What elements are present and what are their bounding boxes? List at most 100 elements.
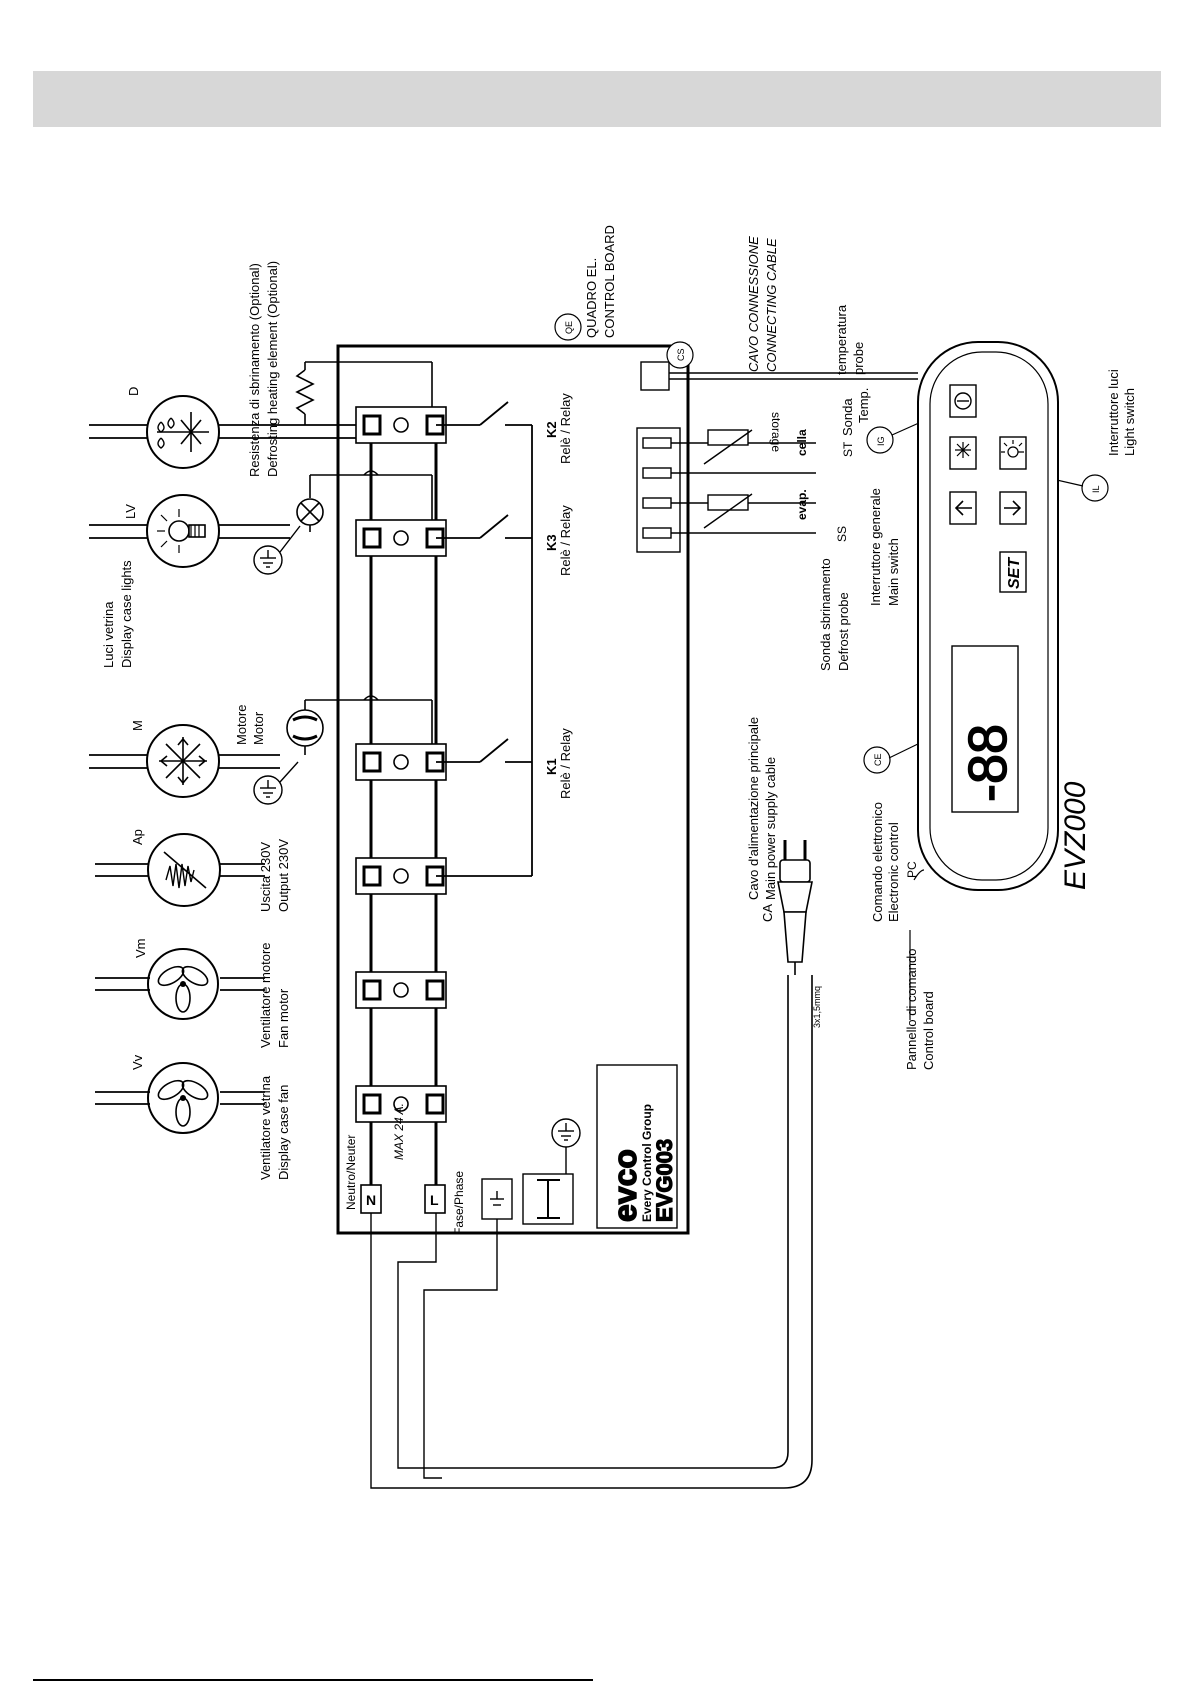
load-lv-line1: Luci vetrina bbox=[101, 601, 116, 668]
load-ap-line2: Output 230V bbox=[276, 839, 291, 912]
terminal-block-k2 bbox=[355, 406, 447, 444]
probe-st-line1: Sonda bbox=[840, 398, 855, 436]
probe-ss-line2: Defrost probe bbox=[836, 592, 851, 671]
board-ground-block bbox=[481, 1173, 574, 1225]
load-vv-line2: Display case fan bbox=[276, 1085, 291, 1180]
load-code-ap: Ap bbox=[130, 829, 145, 845]
load-vm-line1: Ventilatore motore bbox=[258, 942, 273, 1048]
load-vv-line1: Ventilatore vetrina bbox=[258, 1075, 273, 1180]
brand-logo-text: evco bbox=[607, 1149, 643, 1222]
probe-st-line2: Temp. bbox=[856, 388, 871, 423]
load-code-lv: LV bbox=[123, 504, 138, 519]
probe-st-line3: temperatura bbox=[834, 304, 849, 375]
load-code-vv: Vv bbox=[130, 1054, 145, 1070]
main-switch-line1: Interruttore generale bbox=[868, 488, 883, 606]
probe-ss-line1: Sonda sbrinamento bbox=[818, 558, 833, 671]
panel-model-text: EVZ000 bbox=[1059, 781, 1092, 890]
defrost-load-symbol bbox=[146, 395, 220, 469]
brand-sub-text: Every Control Group bbox=[640, 1104, 654, 1222]
panel-display-value: -88 bbox=[958, 724, 1018, 802]
load-m-line2: Motor bbox=[251, 711, 266, 745]
callout-ig: IG bbox=[866, 426, 894, 454]
svg-text:CS: CS bbox=[676, 348, 686, 361]
terminal-block-ap bbox=[355, 857, 447, 895]
callout-qe: QE bbox=[554, 313, 582, 341]
relay-k1-id: K1 bbox=[544, 758, 559, 775]
light-switch-line2: Light switch bbox=[1122, 388, 1137, 456]
relay-k2-id: K2 bbox=[544, 421, 559, 438]
light-button[interactable] bbox=[999, 436, 1027, 470]
output-load-symbol bbox=[147, 833, 221, 907]
load-vm-line2: Fan motor bbox=[276, 988, 291, 1048]
set-button[interactable]: SET bbox=[999, 551, 1027, 593]
relay-k3-id: K3 bbox=[544, 534, 559, 551]
light-switch-line1: Interruttore luci bbox=[1106, 369, 1121, 456]
supply-wires bbox=[370, 1213, 498, 1489]
lamp-symbol bbox=[296, 474, 433, 532]
power-line1: Cavo d'alimentazione principale bbox=[746, 717, 761, 900]
evco-logo-block: evco Every Control Group EVG003 bbox=[596, 1064, 678, 1229]
load-ap-line1: Uscita 230V bbox=[258, 842, 273, 912]
footer-line bbox=[33, 1679, 593, 1681]
load-d-line2: Defrosting heating element (Optional) bbox=[265, 261, 280, 477]
power-button[interactable] bbox=[949, 384, 977, 418]
power-section-label: 3x1,5mmq bbox=[812, 986, 822, 1028]
pc-code: PC bbox=[905, 861, 919, 878]
relay-switches bbox=[436, 401, 533, 877]
terminal-block-k1 bbox=[355, 743, 447, 781]
svg-text:IG: IG bbox=[876, 436, 886, 446]
max-current-label: MAX 24 A. bbox=[392, 1103, 406, 1160]
probe-cella-label: cella bbox=[795, 429, 809, 456]
cable-connector-box bbox=[640, 361, 670, 391]
svg-text:SET: SET bbox=[1006, 557, 1023, 589]
electronic-control-line2: Electronic control bbox=[886, 822, 901, 922]
defrost-button[interactable] bbox=[949, 436, 977, 470]
probe-connector bbox=[636, 427, 816, 553]
connecting-cable-line bbox=[669, 372, 918, 380]
board-model-text: EVG003 bbox=[652, 1139, 677, 1222]
display-fan-load-symbol bbox=[147, 1062, 219, 1134]
callout-ce: CE bbox=[863, 746, 891, 774]
cable-line2: CONNECTING CABLE bbox=[764, 238, 779, 372]
terminal-n-label: N bbox=[366, 1192, 376, 1208]
power-line2: Main power supply cable bbox=[763, 757, 778, 900]
compressor-symbol bbox=[286, 699, 433, 755]
board-line1: QUADRO EL. bbox=[584, 258, 599, 338]
fan-motor-load-symbol bbox=[147, 948, 219, 1020]
control-panel-line1: Pannello di comando bbox=[904, 949, 919, 1070]
load-lv-line2: Display case lights bbox=[119, 560, 134, 668]
ground-symbol bbox=[551, 1118, 581, 1148]
power-plug bbox=[777, 840, 813, 975]
terminal-block-vm bbox=[355, 971, 447, 1009]
control-panel-line2: Control board bbox=[921, 991, 936, 1070]
probe-st-line4: probe bbox=[851, 342, 866, 375]
control-panel-face bbox=[929, 351, 1049, 881]
down-arrow-button[interactable] bbox=[999, 491, 1027, 525]
phase-label: Fase/Phase bbox=[452, 1171, 466, 1235]
control-board-outline bbox=[336, 344, 690, 1235]
svg-text:IL: IL bbox=[1091, 485, 1101, 493]
svg-text:QE: QE bbox=[564, 321, 574, 334]
board-line2: CONTROL BOARD bbox=[602, 225, 617, 338]
terminal-l-label: L bbox=[430, 1192, 439, 1208]
relay-k3-label: Relè / Relay bbox=[558, 505, 573, 576]
panel-display bbox=[951, 645, 1019, 813]
cable-line1: CAVO CONNESSIONE bbox=[746, 236, 761, 372]
callout-cs: CS bbox=[666, 341, 694, 369]
main-switch-line2: Main switch bbox=[886, 538, 901, 606]
terminal-l bbox=[424, 1184, 446, 1214]
svg-text:CE: CE bbox=[873, 753, 883, 766]
callout-il: IL bbox=[1081, 474, 1109, 502]
load-code-vm: Vm bbox=[133, 939, 148, 959]
up-arrow-button[interactable] bbox=[949, 491, 977, 525]
terminal-block-vv bbox=[355, 1085, 447, 1123]
load-m-line1: Motore bbox=[234, 705, 249, 745]
load-d-line1: Resistenza di sbrinamento (Optional) bbox=[247, 263, 262, 477]
lamp-ground-symbol bbox=[253, 545, 283, 575]
motor-ground-symbol bbox=[253, 775, 283, 805]
header-bar bbox=[33, 71, 1161, 127]
electronic-control-line1: Comando elettronico bbox=[870, 802, 885, 922]
neutral-label: Neutro/Neuter bbox=[344, 1135, 358, 1210]
load-code-m: M bbox=[130, 720, 145, 731]
